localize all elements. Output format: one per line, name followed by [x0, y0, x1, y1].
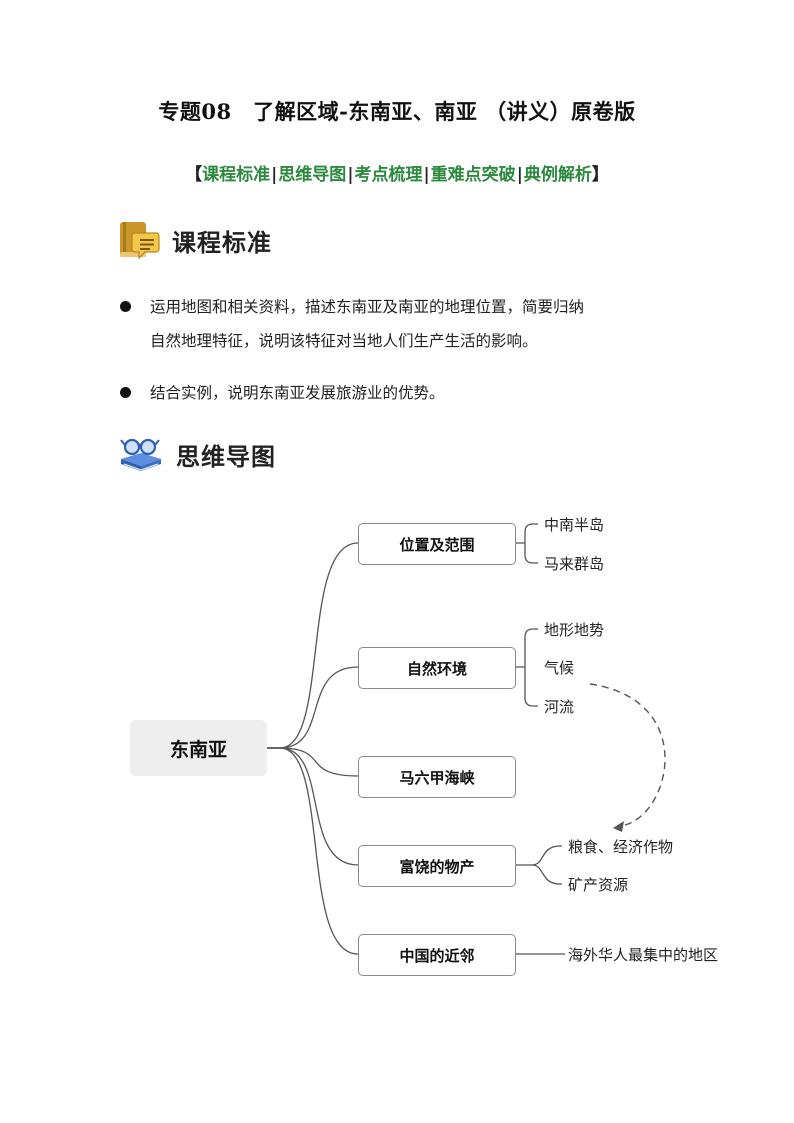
tag-separator: | — [516, 165, 523, 185]
tag-key-difficulties: 重难点突破 — [430, 165, 516, 185]
tag-separator: | — [347, 165, 354, 185]
tag-mindmap: 思维导图 — [278, 165, 347, 185]
tag-bracket-close: 】 — [591, 165, 609, 185]
tag-bracket-open: 【 — [185, 165, 203, 185]
leaf-rivers: 河流 — [544, 698, 575, 716]
section-heading-standard: 课程标准 — [118, 218, 272, 262]
tag-separator: | — [271, 165, 278, 185]
leaf-terrain: 地形地势 — [544, 621, 605, 639]
tag-separator: | — [423, 165, 430, 185]
mindmap-root: 东南亚 — [130, 720, 267, 776]
branch-environment: 自然环境 — [358, 647, 516, 689]
bullet-dot-icon — [120, 300, 131, 312]
branch-location: 位置及范围 — [358, 523, 516, 565]
leaf-minerals: 矿产资源 — [568, 876, 629, 894]
tag-examples: 典例解析 — [523, 165, 592, 185]
section-tag-bar: 【课程标准|思维导图|考点梳理|重难点突破|典例解析】 — [0, 160, 794, 185]
section-heading-mindmap: 思维导图 — [118, 432, 276, 476]
book-chat-icon — [120, 222, 160, 260]
standard-bullet-1: 运用地图和相关资料，描述东南亚及南亚的地理位置，简要归纳 自然地理特征，说明该特… — [120, 290, 584, 358]
branch-neighbor: 中国的近邻 — [358, 934, 516, 976]
standard-bullet-2: 结合实例，说明东南亚发展旅游业的优势。 — [120, 376, 445, 410]
section-heading-label: 思维导图 — [176, 441, 276, 471]
books-glasses-icon — [120, 438, 161, 471]
bullet-text-continued: 自然地理特征，说明该特征对当地人们生产生活的影响。 — [150, 332, 538, 350]
page-title: 专题08 了解区域-东南亚、南亚 （讲义）原卷版 — [158, 99, 636, 124]
bullet-text: 结合实例，说明东南亚发展旅游业的优势。 — [150, 384, 445, 402]
branch-resources: 富饶的物产 — [358, 845, 516, 887]
bullet-text: 运用地图和相关资料，描述东南亚及南亚的地理位置，简要归纳 — [150, 298, 585, 316]
tag-exam-points: 考点梳理 — [354, 165, 423, 185]
leaf-indochina-peninsula: 中南半岛 — [544, 516, 605, 534]
leaf-climate: 气候 — [544, 659, 575, 677]
leaf-crops: 粮食、经济作物 — [568, 838, 674, 856]
leaf-overseas-chinese: 海外华人最集中的地区 — [568, 946, 719, 964]
leaf-malay-archipelago: 马来群岛 — [544, 555, 605, 573]
section-heading-label: 课程标准 — [172, 227, 272, 257]
tag-standard: 课程标准 — [202, 165, 271, 185]
bullet-dot-icon — [120, 386, 131, 398]
branch-malacca-strait: 马六甲海峡 — [358, 756, 516, 798]
